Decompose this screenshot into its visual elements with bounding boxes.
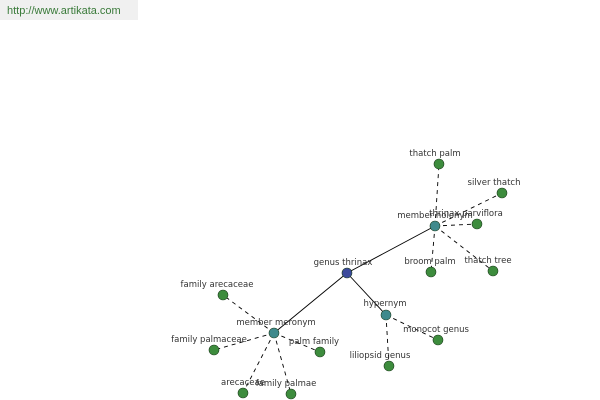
node-marker[interactable] bbox=[217, 289, 229, 301]
node-label[interactable]: thatch palm bbox=[409, 149, 460, 159]
node-label[interactable]: thrinax parviflora bbox=[429, 209, 503, 219]
node-label[interactable]: monocot genus bbox=[403, 325, 469, 335]
node-marker[interactable] bbox=[432, 334, 444, 346]
node-marker[interactable] bbox=[425, 266, 437, 278]
edge-member-meronym-to-family-palmae bbox=[273, 332, 292, 395]
edge-member-holonym-to-thatch-palm bbox=[434, 163, 440, 227]
node-marker[interactable] bbox=[237, 387, 249, 399]
node-marker[interactable] bbox=[314, 346, 326, 358]
graph-nodes: genus thrinax member holonym hypernym membe… bbox=[171, 149, 521, 400]
node-marker[interactable] bbox=[433, 158, 445, 170]
edge-hypernym-to-liliopsid-genus bbox=[385, 314, 390, 367]
node-marker[interactable] bbox=[208, 344, 220, 356]
node-label[interactable]: hypernym bbox=[363, 299, 406, 309]
edge-member-meronym-to-arecaceae bbox=[242, 332, 275, 394]
node-label[interactable]: thatch tree bbox=[464, 256, 511, 266]
node-label[interactable]: palm family bbox=[289, 337, 339, 347]
edge-member-holonym-to-thrinax-parviflora bbox=[434, 223, 478, 227]
node-palm-family[interactable]: palm family bbox=[289, 337, 339, 358]
node-arecaceae[interactable]: arecaceae bbox=[221, 378, 265, 399]
node-genus-thrinax[interactable]: genus thrinax bbox=[314, 258, 373, 279]
node-member-meronym[interactable]: member meronym bbox=[236, 318, 316, 339]
node-label[interactable]: family palmaceae bbox=[171, 335, 247, 345]
node-marker[interactable] bbox=[285, 388, 297, 400]
edge-member-meronym-to-family-arecaceae bbox=[222, 294, 275, 334]
edge-genus-thrinax-to-hypernym bbox=[346, 272, 387, 316]
node-monocot-genus[interactable]: monocot genus bbox=[403, 325, 469, 346]
node-label[interactable]: silver thatch bbox=[468, 178, 521, 188]
edge-member-meronym-to-family-palmaceae bbox=[213, 332, 275, 351]
node-marker[interactable] bbox=[341, 267, 353, 279]
node-family-palmae[interactable]: family palmae bbox=[256, 379, 317, 400]
node-family-arecaceae[interactable]: family arecaceae bbox=[181, 280, 254, 301]
node-member-holonym[interactable]: member holonym bbox=[397, 211, 473, 232]
node-marker[interactable] bbox=[429, 220, 441, 232]
node-thatch-palm[interactable]: thatch palm bbox=[409, 149, 461, 170]
node-silver-thatch[interactable]: silver thatch bbox=[468, 178, 521, 199]
node-label[interactable]: family arecaceae bbox=[181, 280, 254, 290]
node-label[interactable]: liliopsid genus bbox=[350, 351, 411, 361]
node-marker[interactable] bbox=[496, 187, 508, 199]
edge-genus-thrinax-to-member-meronym bbox=[273, 272, 348, 334]
node-family-palmaceae[interactable]: family palmaceae bbox=[171, 335, 247, 356]
node-marker[interactable] bbox=[383, 360, 395, 372]
node-label[interactable]: arecaceae bbox=[221, 378, 265, 388]
node-marker[interactable] bbox=[268, 327, 280, 339]
site-url-link[interactable]: http://www.artikata.com bbox=[7, 5, 121, 17]
node-label[interactable]: genus thrinax bbox=[314, 258, 373, 268]
node-label[interactable]: broom palm bbox=[404, 257, 455, 267]
node-label[interactable]: family palmae bbox=[256, 379, 317, 389]
edge-genus-thrinax-to-member-holonym bbox=[346, 225, 436, 274]
edge-hypernym-to-monocot-genus bbox=[385, 314, 439, 341]
url-bar: http://www.artikata.com bbox=[0, 0, 138, 20]
node-marker[interactable] bbox=[487, 265, 499, 277]
node-label[interactable]: member holonym bbox=[397, 211, 472, 221]
node-label[interactable]: member meronym bbox=[236, 318, 315, 328]
node-marker[interactable] bbox=[380, 309, 392, 321]
node-marker[interactable] bbox=[471, 218, 483, 230]
node-liliopsid-genus[interactable]: liliopsid genus bbox=[350, 351, 411, 372]
node-thatch-tree[interactable]: thatch tree bbox=[464, 256, 512, 277]
edge-member-meronym-to-palm-family bbox=[273, 332, 321, 353]
node-thrinax-parviflora[interactable]: thrinax parviflora bbox=[429, 209, 503, 230]
node-broom-palm[interactable]: broom palm bbox=[404, 257, 456, 278]
graph-edges bbox=[213, 163, 503, 395]
node-hypernym[interactable]: hypernym bbox=[363, 299, 407, 321]
